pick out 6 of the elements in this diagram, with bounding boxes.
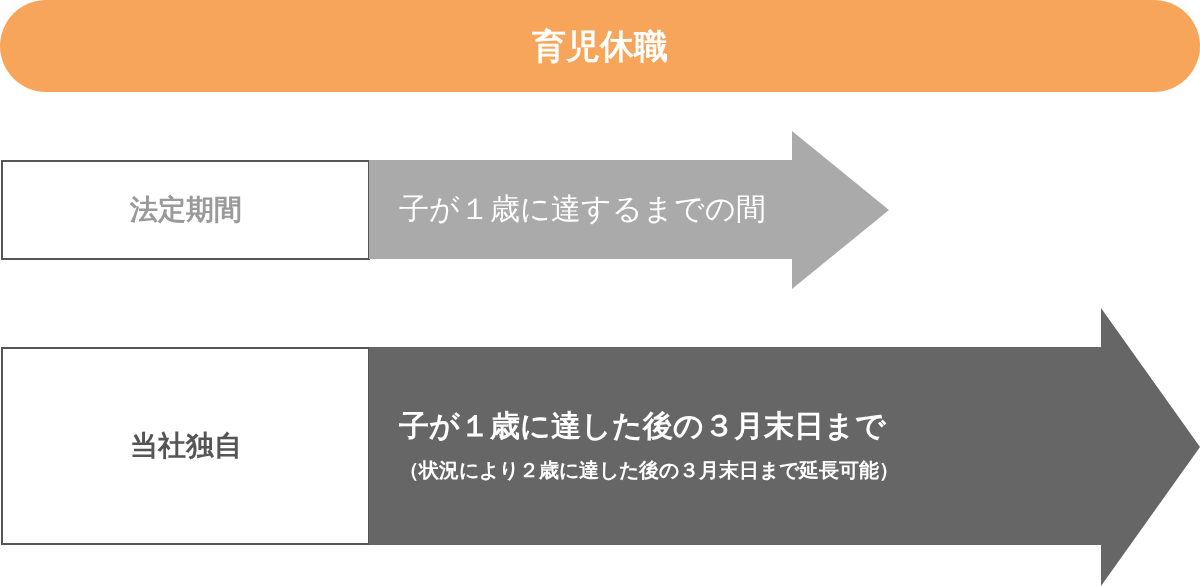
arrow-text: 子が１歳に達するまでの間	[399, 191, 766, 227]
label-box: 法定期間	[1, 160, 370, 260]
arrow-text: 子が１歳に達した後の３月末日まで	[399, 408, 886, 444]
label-box: 当社独自	[1, 347, 370, 545]
title-text: 育児休職	[532, 25, 668, 67]
arrow-note: （状況により２歳に達した後の３月末日まで延長可能）	[399, 458, 899, 482]
